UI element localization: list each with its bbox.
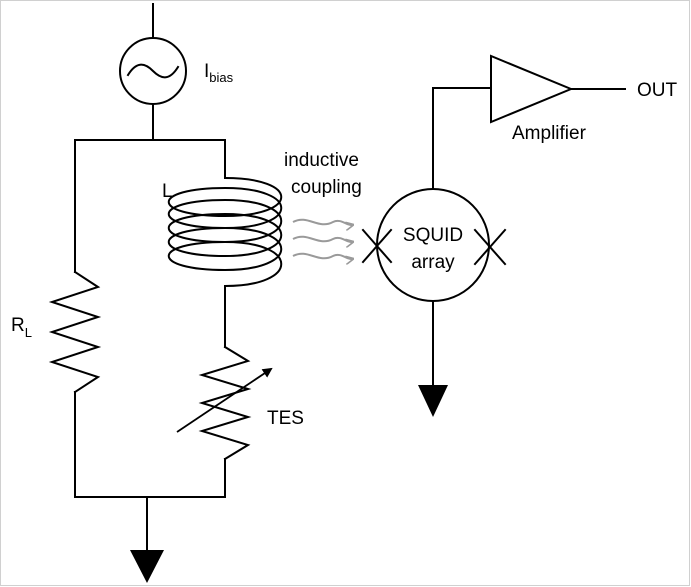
coupling-arrows-icon xyxy=(292,218,352,259)
out-label: OUT xyxy=(637,80,678,101)
amplifier-label: Amplifier xyxy=(512,123,587,144)
coupling-label-line2: coupling xyxy=(291,177,362,198)
rl-label: RL xyxy=(11,315,32,340)
tes-resistor-icon xyxy=(198,345,252,461)
squid-label-line2: array xyxy=(411,252,455,273)
squid-ground-arrow-icon xyxy=(418,385,448,417)
tes-label: TES xyxy=(267,408,304,429)
josephson-junction-right-icon xyxy=(473,228,507,266)
ibias-label: Ibias xyxy=(204,61,234,85)
ground-arrow-icon xyxy=(130,550,164,583)
amplifier-icon xyxy=(490,54,574,124)
inductor-coil-icon xyxy=(167,176,283,288)
josephson-junction-left-icon xyxy=(361,228,393,264)
variable-arrow-icon xyxy=(176,367,273,433)
coupling-label-line1: inductive xyxy=(284,150,359,171)
ac-wave-symbol xyxy=(126,63,180,79)
load-resistor-icon xyxy=(48,270,102,394)
squid-label-line1: SQUID xyxy=(403,225,463,246)
inductor-label: L xyxy=(162,181,173,202)
